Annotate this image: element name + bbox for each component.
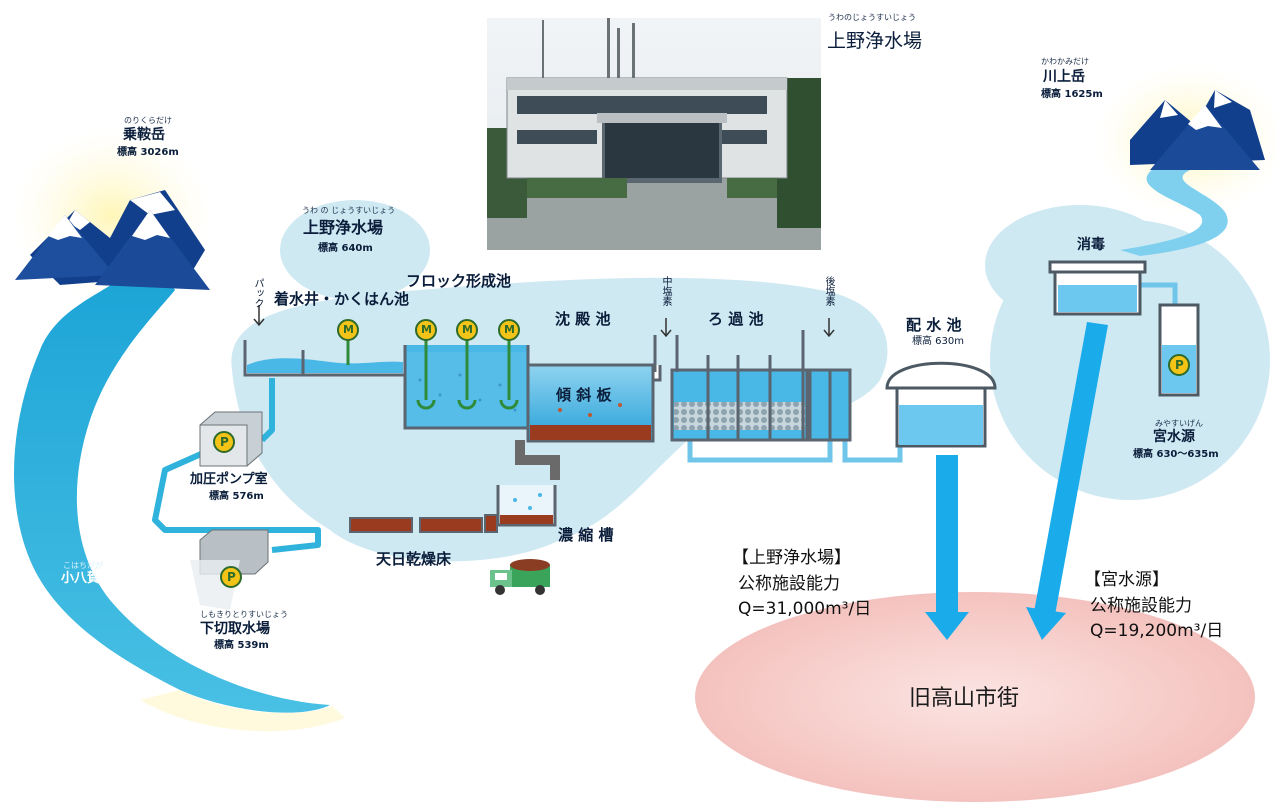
motor-label-4: M (504, 323, 515, 336)
capacity-miya-value: Q=19,200m³/日 (1090, 621, 1224, 641)
plant-bubble-ruby: うわ の じょうすいじょう (302, 206, 396, 215)
river-name: 小八賀川 (61, 571, 114, 586)
drying-bed-label: 天日乾燥床 (376, 550, 452, 568)
kawakami-ruby: かわかみだけ (1041, 57, 1089, 66)
miya-name: 宮水源 (1153, 429, 1195, 445)
capacity-ueno-label: 公称施設能力 (738, 574, 840, 594)
pump-label-1: P (220, 435, 229, 449)
mountains-norikura (15, 190, 210, 290)
drying-bed (349, 514, 498, 533)
pump-label-3: P (1175, 358, 1184, 372)
post-chlorine-label: 後塩素 (823, 276, 834, 306)
thickener-label: 濃 縮 槽 (558, 526, 614, 544)
sedimentation-label: 沈 殿 池 (555, 310, 611, 328)
norikura-ruby: のりくらだけ (124, 116, 172, 125)
miya-well (1158, 303, 1200, 397)
motor-label-2: M (421, 323, 432, 336)
motor-label-1: M (343, 323, 354, 336)
pipes (152, 378, 321, 553)
miya-ruby: みやすいげん (1155, 419, 1203, 428)
disinfect-label: 消毒 (1077, 237, 1105, 253)
capacity-miya-label: 公称施設能力 (1090, 596, 1192, 616)
disinfection-tank (1048, 260, 1147, 316)
thickener (496, 485, 557, 527)
pump-station-elevation: 標高 576m (209, 491, 264, 502)
distribution-label: 配 水 池 (906, 316, 962, 334)
pac-label: パック (252, 278, 263, 308)
capacity-miya-title: 【宮水源】 (1084, 570, 1169, 590)
motors (337, 319, 520, 410)
header-plant-name: 上野浄水場 (827, 30, 923, 52)
pre-chlorine-label: 中塩素 (660, 276, 671, 306)
river-ruby: こはちがが (63, 561, 103, 570)
plant-bubble-name: 上野浄水場 (303, 218, 384, 237)
sedimentation-basin (515, 363, 662, 480)
floc-label: フロック形成池 (406, 272, 512, 290)
sludge-truck (490, 559, 550, 595)
mountains-kawakami (1130, 90, 1265, 170)
distribution-elevation: 標高 630m (912, 336, 965, 347)
capacity-ueno-value: Q=31,000m³/日 (738, 599, 872, 619)
kawakami-name: 川上岳 (1043, 69, 1085, 85)
miya-elevation: 標高 630～635m (1133, 449, 1219, 460)
kawakami-elevation: 標高 1625m (1041, 89, 1103, 100)
city-area (695, 592, 1255, 802)
header-plant-ruby: うわのじょうすいじょう (828, 13, 916, 22)
river-kawakami (1120, 165, 1228, 256)
filtration-label: ろ 過 池 (708, 310, 764, 328)
capacity-ueno-title: 【上野浄水場】 (732, 548, 851, 568)
city-label: 旧高山市街 (909, 686, 1020, 711)
motor-label-3: M (462, 323, 473, 336)
tilted-plate-label: 傾 斜 板 (556, 386, 612, 404)
pump-station-name: 加圧ポンプ室 (190, 472, 268, 487)
distribution-reservoir (885, 361, 997, 448)
river-kohachiga (13, 255, 331, 713)
intake-name: 下切取水場 (200, 621, 270, 637)
pump-circles (213, 354, 1190, 588)
intake-ruby: しもきりとりすいじょう (200, 610, 288, 619)
norikura-elevation: 標高 3026m (117, 147, 179, 158)
supply-arrows (925, 322, 1108, 640)
pump-label-2: P (227, 570, 236, 584)
filtration-basin (653, 330, 852, 442)
norikura-name: 乗鞍岳 (123, 127, 165, 143)
plant-photo (487, 18, 821, 250)
intake-elevation: 標高 539m (214, 640, 269, 651)
plant-bubble-elevation: 標高 640m (318, 243, 373, 254)
mixing-label: 着水井・かくはん池 (274, 290, 410, 308)
